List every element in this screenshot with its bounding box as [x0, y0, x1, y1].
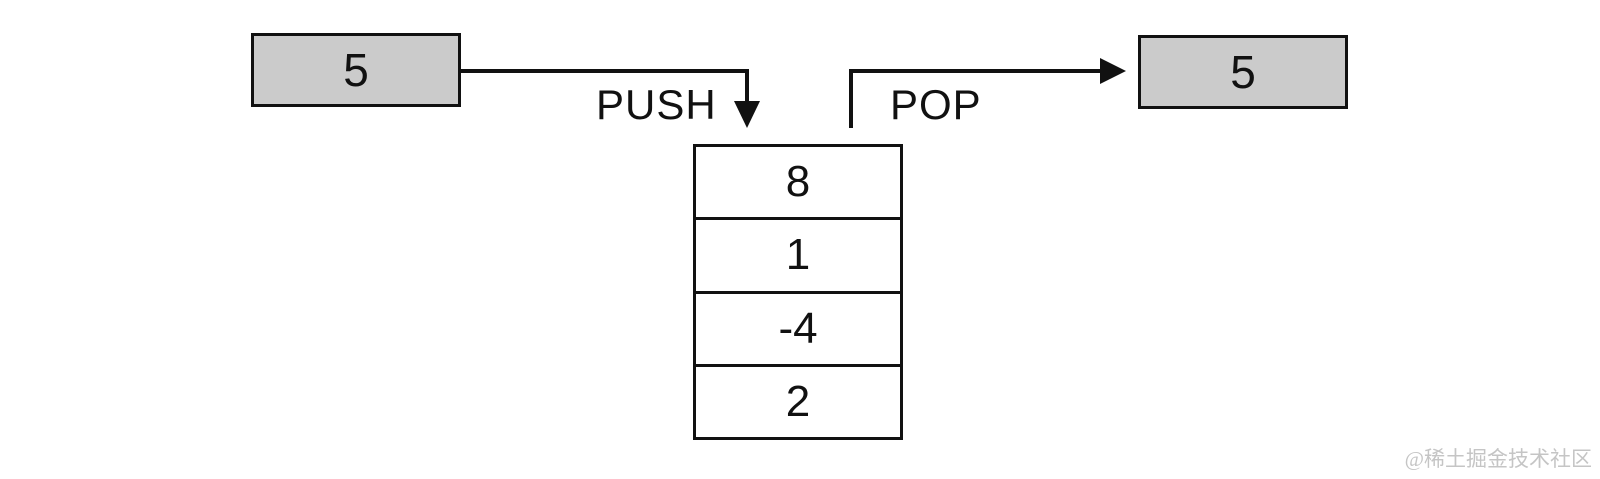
stack-cell: 2 — [696, 363, 900, 437]
stack-cell: -4 — [696, 290, 900, 364]
pop-value-box: 5 — [1138, 35, 1348, 109]
stack-cell: 8 — [785, 157, 811, 207]
stack-cell: 1 — [696, 217, 900, 290]
push-value: 5 — [343, 44, 369, 96]
push-value-box: 5 — [251, 33, 461, 107]
watermark: @稀土掘金技术社区 — [1404, 447, 1592, 471]
pop-label: POP — [890, 81, 982, 128]
pop-value: 5 — [1230, 46, 1256, 98]
push-label: PUSH — [596, 81, 717, 128]
stack: 8 1 -4 2 — [693, 144, 903, 440]
